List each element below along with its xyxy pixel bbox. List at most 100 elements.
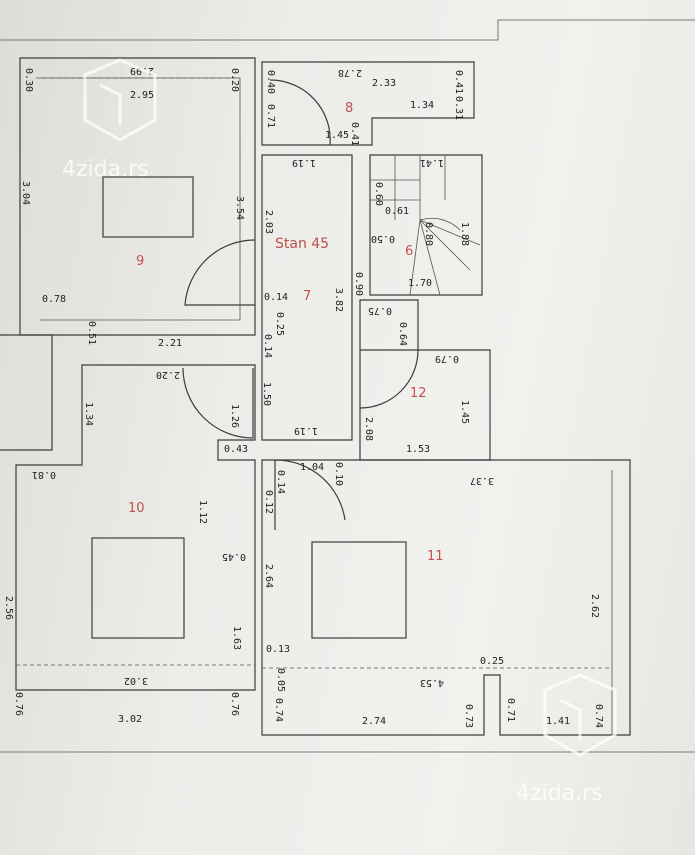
- sheet-border: [0, 19, 695, 41]
- dim-label: 3.54: [234, 196, 245, 220]
- room-12-walls: [359, 299, 491, 461]
- room-9-walls: [19, 57, 256, 336]
- dim-label: 3.02: [118, 714, 142, 725]
- stair-6-steps: [370, 155, 481, 296]
- room-label-7: 7: [303, 289, 311, 304]
- dim-label: 1.34: [83, 402, 94, 426]
- dim-label: 0.10: [333, 462, 344, 486]
- room-label-11: 11: [427, 549, 444, 564]
- dim-label: 0.51: [86, 321, 97, 345]
- dim-label: 0.40: [265, 70, 276, 94]
- dim-label: 0.25: [274, 312, 285, 336]
- room-10-window: [91, 537, 185, 639]
- dim-label: 0.71: [265, 104, 276, 128]
- dim-label: 1.45: [325, 130, 349, 141]
- dim-label: 3.04: [20, 181, 31, 205]
- dim-label: 0.76: [229, 692, 240, 716]
- dim-label: 1.41: [420, 157, 444, 168]
- room-11-window: [311, 541, 407, 639]
- dimension-labels: 0.30 2.99 2.95 0.20 3.04 3.54 0.78 0.51 …: [3, 65, 604, 728]
- dim-label: 0.79: [435, 353, 459, 364]
- dim-label: 0.43: [224, 444, 248, 455]
- dim-label: 0.78: [42, 294, 66, 305]
- room-label-10: 10: [128, 501, 145, 516]
- dim-label: 0.81: [32, 469, 56, 480]
- dim-label: 3.37: [470, 475, 494, 486]
- room-11-door-swing: [274, 459, 346, 530]
- dim-label: 0.74: [593, 704, 604, 728]
- dim-label: 2.74: [362, 716, 386, 727]
- dim-label: 2.20: [156, 369, 180, 380]
- dim-label: 4.53: [420, 677, 444, 688]
- room-label-12: 12: [410, 386, 427, 401]
- dim-label: 2.21: [158, 338, 182, 349]
- dim-label: 0.60: [373, 182, 384, 206]
- dim-label: 1.04: [300, 462, 324, 473]
- dim-label: 1.70: [408, 278, 432, 289]
- dim-label: 1.19: [292, 157, 316, 168]
- room-label-9: 9: [136, 254, 144, 269]
- dim-label: 0.74: [273, 698, 284, 722]
- watermark-text-bottom: 4zida.rs: [516, 781, 603, 806]
- dim-label: 0.31: [453, 96, 464, 120]
- dim-label: 0.12: [263, 490, 274, 514]
- dim-label: 1.34: [410, 100, 434, 111]
- dim-label: 0.45: [222, 551, 246, 562]
- dim-label: 1.63: [231, 626, 242, 650]
- dim-label: 0.71: [505, 698, 516, 722]
- dim-label: 2.33: [372, 78, 396, 89]
- dim-label: 0.50: [371, 233, 395, 244]
- dim-label: 0.25: [480, 656, 504, 667]
- unit-label: Stan 45: [275, 236, 329, 252]
- room-label-6: 6: [405, 244, 413, 259]
- dim-label: 0.14: [264, 292, 288, 303]
- dim-label: 2.08: [363, 417, 374, 441]
- dim-label: 3.82: [333, 288, 344, 312]
- dim-label: 2.03: [263, 210, 274, 234]
- room-12-door-swing: [359, 349, 419, 409]
- dim-label: 1.53: [406, 444, 430, 455]
- dim-label: 0.05: [275, 668, 286, 692]
- room-9-door-swing: [184, 239, 256, 306]
- dim-label: 2.64: [263, 564, 274, 588]
- dim-label: 2.56: [3, 596, 14, 620]
- dim-label: 2.95: [130, 90, 154, 101]
- room-8-door-swing: [269, 79, 331, 146]
- dim-label: 2.62: [589, 594, 600, 618]
- watermark-text-top: 4zida.rs: [62, 157, 149, 182]
- dim-label: 0.64: [397, 322, 408, 346]
- dim-label: 1.26: [229, 404, 240, 428]
- watermark-logo-top: [83, 58, 157, 142]
- dim-label: 1.41: [546, 716, 570, 727]
- dim-label: 1.12: [197, 500, 208, 524]
- room-9-window: [102, 176, 194, 238]
- room-label-8: 8: [345, 101, 353, 116]
- dim-label: 0.14: [275, 470, 286, 494]
- dim-label: 3.02: [124, 675, 148, 686]
- dim-label: 0.75: [368, 305, 392, 316]
- room-10-door-swing: [182, 367, 254, 439]
- dim-label: 0.80: [423, 222, 434, 246]
- room-8-walls: [261, 61, 475, 146]
- dim-label: 1.88: [459, 222, 470, 246]
- room-10-walls: [15, 364, 256, 691]
- watermark-logo-bottom: [543, 673, 617, 757]
- dim-label: 0.61: [385, 206, 409, 217]
- dim-label: 0.20: [229, 68, 240, 92]
- room-9-inner-wall: [40, 77, 241, 321]
- dim-label: 0.14: [262, 334, 273, 358]
- dim-label: 2.78: [338, 67, 362, 78]
- dim-label: 0.13: [266, 644, 290, 655]
- dim-label: 0.30: [23, 68, 34, 92]
- dim-label: 1.19: [294, 425, 318, 436]
- dim-label: 0.73: [463, 704, 474, 728]
- dim-label: 0.76: [13, 692, 24, 716]
- dim-label: 0.90: [353, 272, 364, 296]
- dim-label: 1.45: [459, 400, 470, 424]
- dim-label: 0.41: [453, 70, 464, 94]
- left-bumpout-walls: [0, 334, 53, 451]
- dim-label: 0.41: [349, 122, 360, 146]
- corridor-7-walls: [261, 154, 353, 441]
